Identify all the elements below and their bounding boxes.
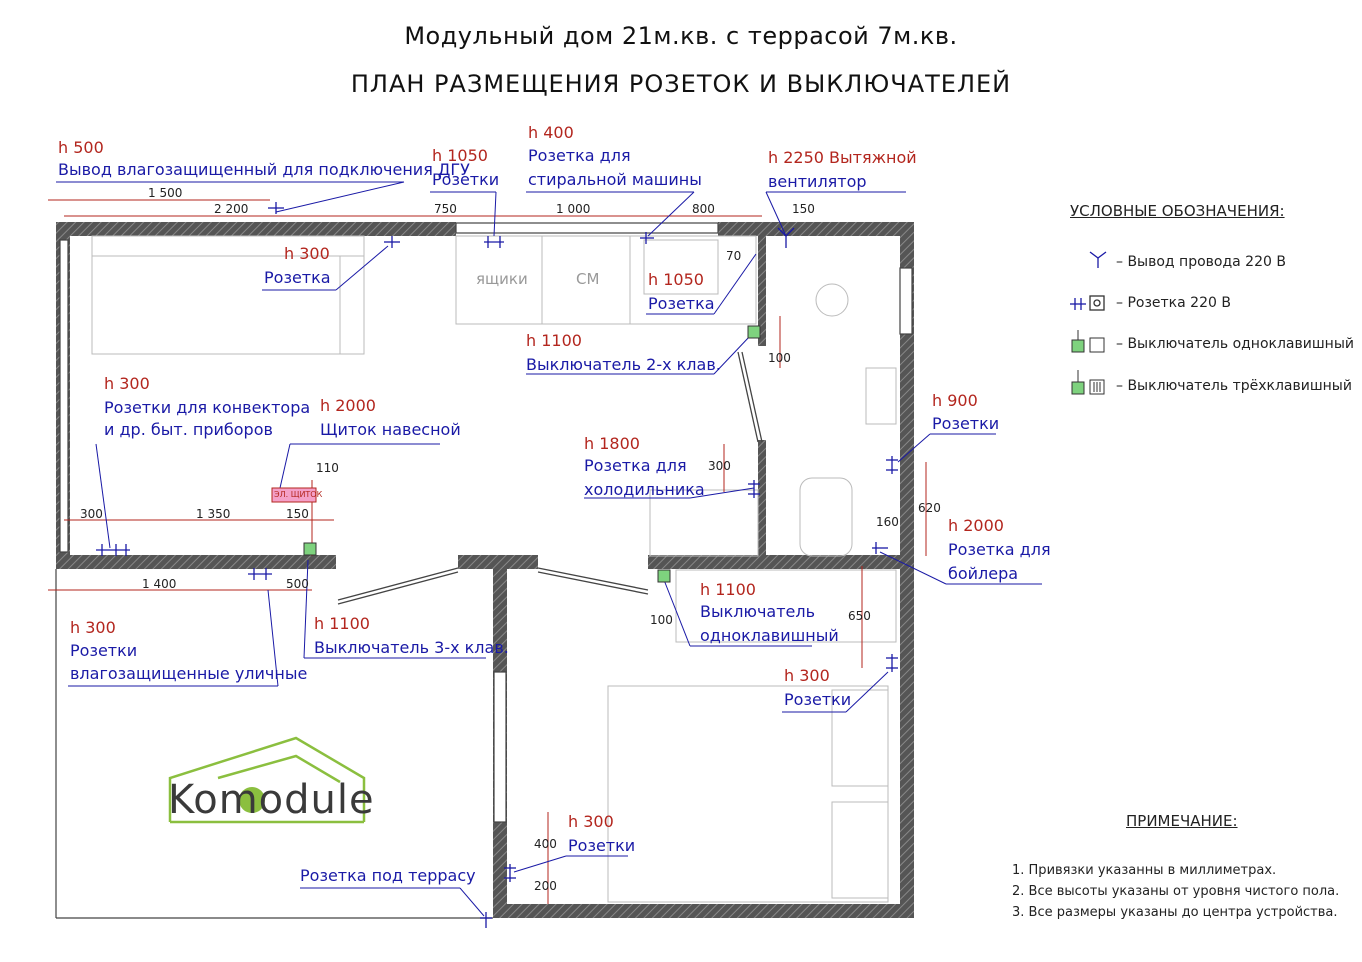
fridge — [649, 489, 759, 557]
company-logo: Komodule — [168, 777, 375, 823]
furniture — [91, 235, 897, 903]
dim-label: 300 — [80, 507, 103, 521]
legend-title: УСЛОВНЫЕ ОБОЗНАЧЕНИЯ: — [1070, 202, 1285, 220]
logo-ball — [239, 787, 265, 813]
socket-icon — [886, 456, 898, 474]
washer-label: СМ — [576, 270, 600, 288]
double-switch — [747, 325, 761, 339]
wall-bath-upper — [758, 236, 766, 346]
bed — [607, 685, 889, 903]
triple-switch-icon — [1071, 381, 1085, 395]
wall-bottom — [493, 904, 914, 918]
electrical-panel — [271, 487, 317, 503]
dim-label: 620 — [918, 501, 941, 515]
notes-title: ПРИМЕЧАНИЕ: — [1126, 812, 1238, 830]
legend-switch-icons — [1071, 330, 1105, 395]
dim-label: 300 — [708, 459, 731, 473]
panel-tag: ЭЛ. ЩИТОК — [274, 490, 323, 499]
leader-lines — [56, 181, 1042, 917]
toilet — [799, 477, 853, 557]
terrace-outline — [55, 569, 493, 919]
kitchen-counter — [455, 235, 757, 325]
socket-icon — [484, 236, 504, 248]
wardrobe — [675, 569, 897, 643]
socket-icon — [384, 236, 400, 248]
dim-label: 100 — [768, 351, 791, 365]
socket-icon — [480, 912, 492, 928]
dim-label: 500 — [286, 577, 309, 591]
legend-item: – Выключатель трёхклавишный — [1116, 378, 1352, 394]
sofa — [91, 235, 365, 355]
dim-label: 200 — [534, 879, 557, 893]
wire-output-icon — [777, 227, 795, 248]
socket-icon — [504, 864, 516, 882]
dim-label: 750 — [434, 202, 457, 216]
pillow-2 — [831, 801, 889, 899]
switches — [271, 325, 761, 583]
wall-top-left — [56, 222, 456, 236]
windows — [59, 222, 913, 823]
single-switch-icon — [1071, 339, 1085, 353]
wall-middle-center — [458, 555, 538, 569]
shower-drain — [815, 283, 849, 317]
note-item: 2. Все высоты указаны от уровня чистого … — [1012, 884, 1340, 899]
pillow-1 — [831, 689, 889, 787]
note-item: 3. Все размеры указаны до центра устройс… — [1012, 905, 1338, 920]
socket-icon — [268, 202, 284, 214]
dim-label: 400 — [534, 837, 557, 851]
socket-icon — [640, 232, 654, 244]
dim-label: 160 — [876, 515, 899, 529]
single-switch — [657, 569, 671, 583]
page-title: Модульный дом 21м.кв. с террасой 7м.кв. — [404, 22, 958, 50]
dim-label: 1 500 — [148, 186, 183, 200]
sockets — [96, 202, 898, 928]
wall-top-right — [718, 222, 914, 236]
wall-bedroom-right — [900, 566, 914, 918]
dim-label: 150 — [286, 507, 309, 521]
socket-icon — [248, 568, 272, 580]
dim-label: 70 — [726, 249, 742, 263]
dim-label: 1 350 — [196, 507, 231, 521]
wire-output-icon — [1089, 251, 1107, 268]
wall-bath-lower — [758, 440, 766, 558]
wall-middle-left — [56, 555, 336, 569]
triple-switch — [303, 542, 317, 556]
dim-label: 100 — [650, 613, 673, 627]
drawers-label: ящики — [476, 270, 528, 288]
dim-label: 800 — [692, 202, 715, 216]
dim-label: 650 — [848, 609, 871, 623]
dim-label: 150 — [792, 202, 815, 216]
legend-item: – Розетка 220 В — [1116, 295, 1231, 311]
legend-item: – Вывод провода 220 В — [1116, 254, 1286, 270]
dim-label: 1 000 — [556, 202, 591, 216]
legend-item: – Выключатель одноклавишный — [1116, 336, 1354, 352]
socket-icon — [1070, 295, 1105, 311]
legend-icons — [1070, 251, 1107, 311]
dim-label: 1 400 — [142, 577, 177, 591]
washbasin — [865, 367, 897, 425]
socket-icon — [872, 542, 888, 554]
page-subtitle: ПЛАН РАЗМЕЩЕНИЯ РОЗЕТОК И ВЫКЛЮЧАТЕЛЕЙ — [350, 70, 1012, 98]
socket-icon — [96, 544, 130, 556]
socket-icon — [748, 480, 760, 498]
dim-label: 2 200 — [214, 202, 249, 216]
dim-label: 110 — [316, 461, 339, 475]
sink — [643, 239, 719, 295]
wall-middle-right — [648, 555, 914, 569]
socket-icon — [886, 654, 898, 672]
note-item: 1. Привязки указанны в миллиметрах. — [1012, 863, 1277, 878]
doors — [337, 351, 763, 605]
logo-house — [168, 736, 366, 824]
